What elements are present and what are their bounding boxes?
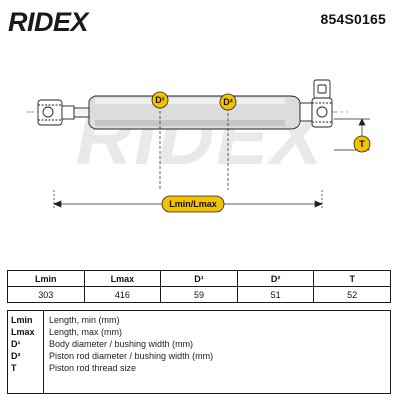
legend-row: Lmin Length, min (mm) bbox=[8, 314, 390, 326]
shock-body bbox=[88, 95, 301, 130]
d2-badge bbox=[219, 93, 237, 111]
specs-header-t: T bbox=[313, 270, 391, 287]
specs-header-d1: D¹ bbox=[160, 270, 238, 287]
legend-row: D¹ Body diameter / bushing width (mm) bbox=[8, 338, 390, 350]
part-number: 854S0165 bbox=[320, 11, 386, 27]
specs-value-lmax: 416 bbox=[83, 286, 162, 303]
piston-rod bbox=[73, 107, 90, 118]
specs-value-d2: 51 bbox=[236, 286, 315, 303]
legend-description: Length, min (mm) bbox=[49, 315, 120, 325]
legend-box: Lmin Length, min (mm) Lmax Length, max (… bbox=[7, 310, 391, 394]
legend-row: D² Piston rod diameter / bushing width (… bbox=[8, 350, 390, 362]
left-bushing bbox=[37, 99, 75, 126]
specs-value-row: 303 416 59 51 52 bbox=[7, 286, 391, 303]
shock-absorber-drawing: RIDEX D¹ D² bbox=[26, 79, 371, 213]
length-badge bbox=[161, 195, 225, 213]
specs-table: Lmin Lmax D¹ D² T 303 416 59 51 52 bbox=[7, 270, 391, 303]
specs-header-row: Lmin Lmax D¹ D² T bbox=[7, 270, 391, 287]
legend-row: T Piston rod thread size bbox=[8, 362, 390, 374]
legend-code: T bbox=[11, 363, 17, 373]
length-label: Lmin/Lmax bbox=[169, 199, 217, 209]
legend-row: Lmax Length, max (mm) bbox=[8, 326, 390, 338]
specs-value-d1: 59 bbox=[160, 286, 238, 303]
legend-code: D¹ bbox=[11, 339, 21, 349]
legend-description: Piston rod diameter / bushing width (mm) bbox=[49, 351, 214, 361]
legend-code: Lmin bbox=[11, 315, 33, 325]
right-bushing bbox=[299, 79, 333, 128]
brand-logo: RIDEX bbox=[8, 7, 89, 37]
legend-divider bbox=[43, 311, 44, 393]
t-badge bbox=[353, 135, 371, 153]
specs-value-t: 52 bbox=[313, 286, 391, 303]
d1-label: D¹ bbox=[155, 95, 165, 105]
legend-code: Lmax bbox=[11, 327, 35, 337]
specs-header-lmin: Lmin bbox=[7, 270, 85, 287]
specs-value-lmin: 303 bbox=[7, 286, 85, 303]
legend-code: D² bbox=[11, 351, 21, 361]
d1-badge bbox=[151, 91, 169, 109]
specs-header-d2: D² bbox=[236, 270, 315, 287]
d2-label: D² bbox=[223, 97, 233, 107]
legend-description: Length, max (mm) bbox=[49, 327, 123, 337]
specs-header-lmax: Lmax bbox=[83, 270, 162, 287]
t-label: T bbox=[359, 139, 365, 149]
legend-description: Body diameter / bushing width (mm) bbox=[49, 339, 194, 349]
legend-description: Piston rod thread size bbox=[49, 363, 137, 373]
